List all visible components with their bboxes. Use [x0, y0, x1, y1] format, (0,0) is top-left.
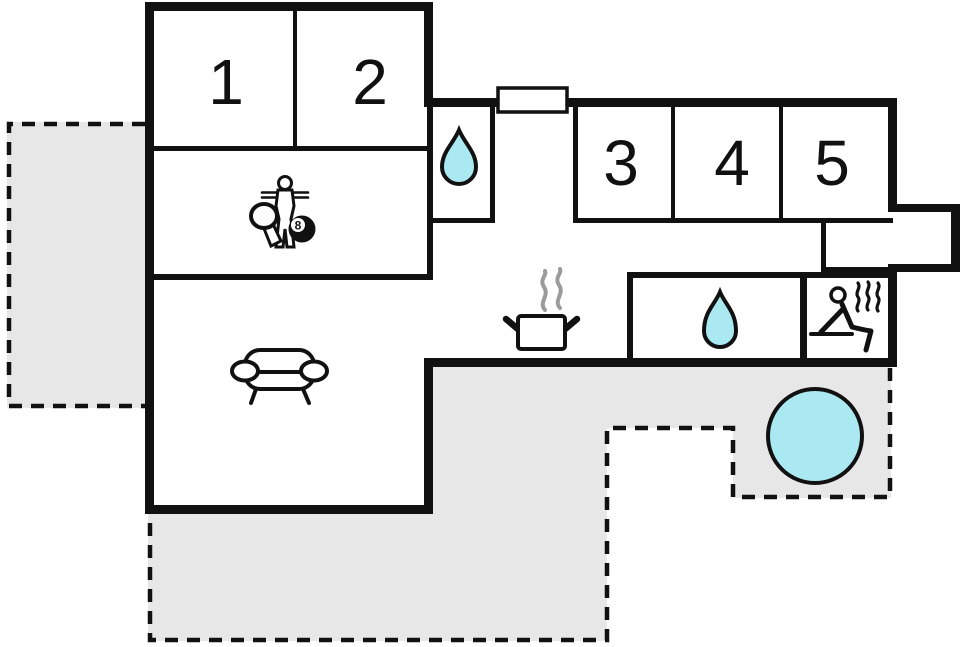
room-label-2: 2 [352, 46, 388, 118]
wall-segment [154, 274, 433, 280]
sauna-person-head [829, 286, 847, 304]
wall-segment [424, 98, 897, 107]
paddle-blade [249, 202, 279, 230]
wall-segment [573, 218, 893, 223]
ball-circle [291, 218, 305, 232]
sauna-person-body [818, 301, 874, 353]
steam-line [555, 267, 563, 310]
window-icon [496, 86, 569, 114]
sauna-person-icon [809, 280, 881, 353]
sauna-steam-line [855, 281, 861, 313]
game-room-icons: 8 [249, 175, 316, 249]
wall-segment [800, 272, 807, 367]
wall-segment [293, 11, 297, 149]
wall-segment [821, 220, 826, 273]
wall-segment [424, 2, 433, 107]
terrace-left-area [7, 122, 145, 408]
sofa-icon [230, 348, 329, 405]
wall-segment [951, 204, 960, 272]
room-label-5: 5 [814, 127, 850, 199]
wall-segment [430, 218, 495, 223]
wall-segment [821, 267, 888, 273]
wall-segment [888, 98, 897, 208]
table-tennis-paddle-icon [249, 202, 283, 249]
billiard-8-ball-icon: 8 [288, 215, 316, 243]
sauna-steam-line [875, 281, 881, 313]
wall-segment [627, 272, 893, 278]
water-drop-icon [439, 124, 479, 186]
wall-segment [424, 358, 433, 514]
wall-segment [888, 264, 897, 367]
wall-segment [671, 107, 675, 220]
wall-segment [888, 204, 960, 212]
sofa-armrest [299, 359, 329, 383]
steam-line [540, 269, 548, 312]
terrace-main-area [148, 367, 891, 641]
wall-segment [888, 264, 960, 272]
wall-segment [145, 2, 154, 514]
wall-segment [573, 107, 578, 223]
terrace-left-dashed-border [6, 121, 145, 409]
right-wing-interior [424, 98, 897, 367]
walls [145, 2, 960, 514]
wall-segment [424, 358, 897, 367]
room-label-1: 1 [208, 46, 244, 118]
room-label-3: 3 [603, 127, 639, 199]
wall-segment [779, 107, 783, 220]
terrace-left [6, 121, 145, 409]
water-drop-icon [701, 286, 739, 349]
wall-segment [154, 146, 433, 151]
wall-segment [627, 272, 633, 367]
sauna-steam-line [865, 280, 871, 312]
room-label-4: 4 [714, 127, 750, 199]
pot-body [516, 314, 567, 351]
steaming-pot-icon [502, 267, 581, 351]
wall-segment [490, 107, 495, 223]
right-annex-interior [888, 204, 960, 272]
sofa-armrest [230, 359, 260, 383]
terrace-main [147, 367, 893, 643]
sofa-legs [249, 387, 311, 405]
wall-segment [145, 2, 433, 11]
left-wing-interior [145, 2, 433, 514]
foosball-player-head [277, 175, 293, 191]
wall-segment [427, 107, 433, 280]
ball-number: 8 [295, 219, 302, 233]
hot-tub-icon [766, 387, 864, 485]
terrace-main-dashed-border [147, 368, 893, 643]
wall-segment [145, 505, 433, 514]
